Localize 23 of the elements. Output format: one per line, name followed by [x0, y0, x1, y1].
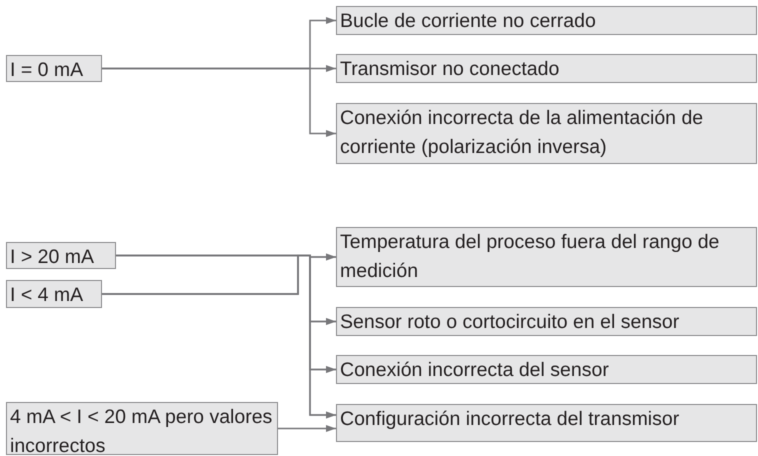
text-box: [336, 6, 757, 35]
text-box: [336, 227, 757, 287]
label: Conexión incorrecta del sensor: [340, 358, 610, 383]
text-box: [6, 55, 102, 82]
text-box: [6, 280, 102, 308]
text-box: [336, 103, 757, 164]
text-box: [336, 404, 757, 442]
label: 4 mA < I < 20 mA pero valores incorrectos: [10, 405, 274, 456]
text-box: [336, 307, 757, 336]
label: Sensor roto o cortocircuito en el sensor: [340, 310, 680, 335]
label: Bucle de corriente no cerrado: [340, 9, 597, 34]
label: I < 4 mA: [10, 283, 84, 308]
label: Conexión incorrecta de la alimentación de corriente (polarización inversa): [340, 106, 704, 160]
text-box: [6, 242, 116, 269]
arrow: [278, 425, 336, 432]
text-box: [336, 54, 757, 83]
label: Transmisor no conectado: [340, 57, 560, 82]
label: Configuración incorrecta del transmisor: [340, 407, 680, 432]
label: Temperatura del proceso fuera del rango de medición: [340, 230, 720, 284]
text-box: [336, 355, 757, 384]
label: I = 0 mA: [10, 58, 84, 83]
arrow: [102, 68, 336, 137]
label: I > 20 mA: [10, 245, 95, 270]
